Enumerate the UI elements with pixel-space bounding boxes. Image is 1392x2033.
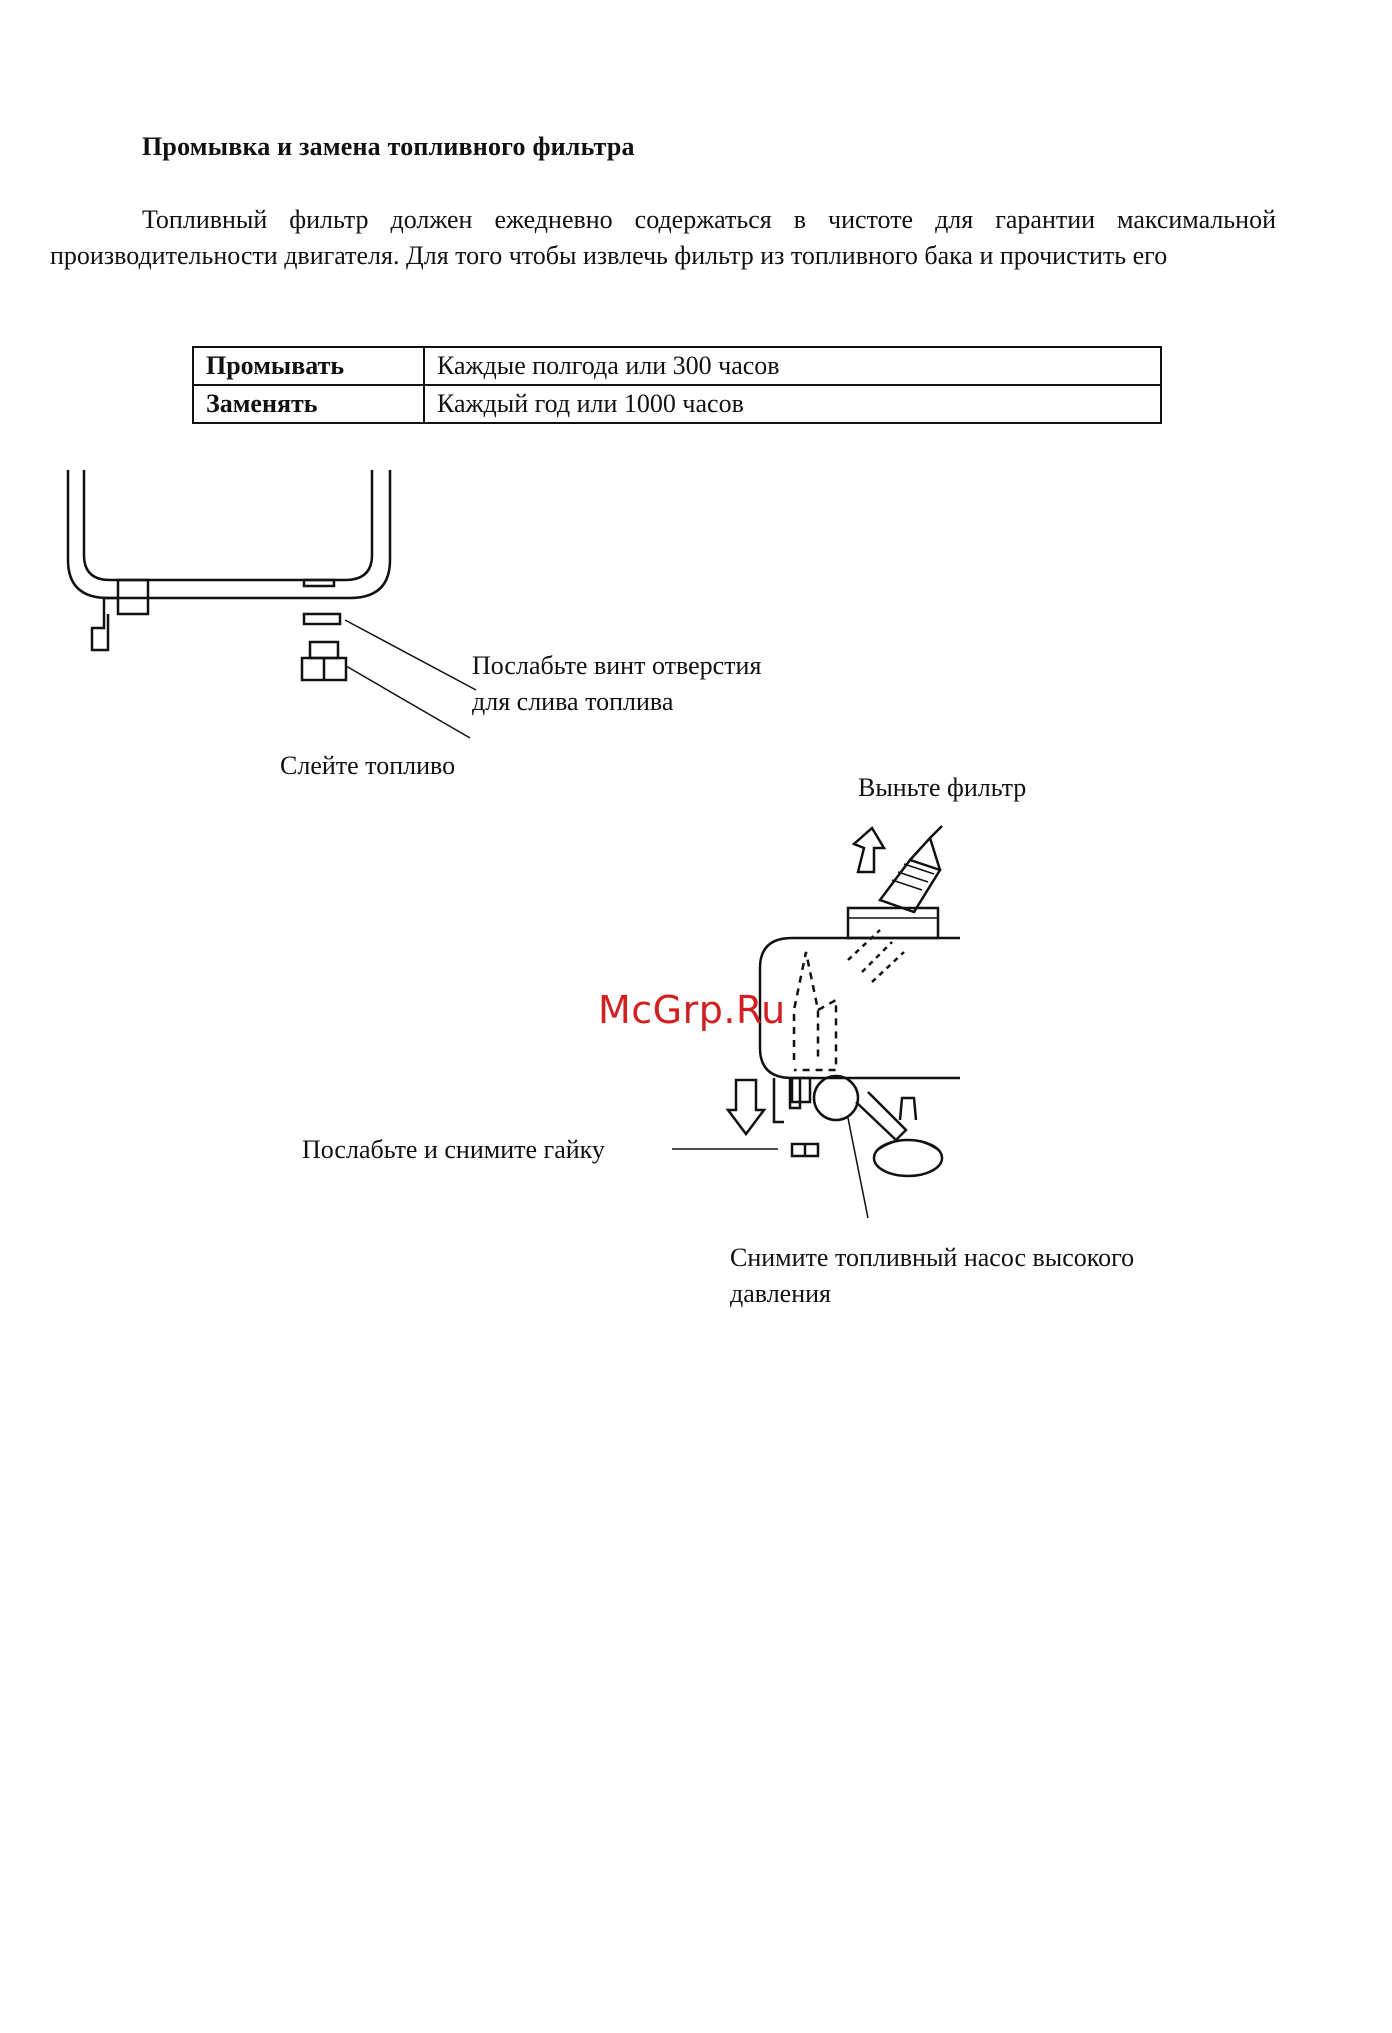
label-remove-pump-line1: Снимите топливный насос высокого: [730, 1243, 1135, 1272]
label-loosen-screw-line1: Послабьте винт отверстия: [472, 651, 762, 680]
arrow-down-icon: [728, 1080, 764, 1134]
fuel-tank-drain-illustration: [68, 470, 476, 738]
label-loosen-screw-line2: для слива топлива: [472, 687, 674, 716]
maintenance-table: Промывать Каждые полгода или 300 часов З…: [192, 346, 1162, 424]
table-row: Промывать Каждые полгода или 300 часов: [192, 346, 1162, 386]
drain-screw-icon: [304, 614, 340, 624]
fuel-filter-icon: [880, 860, 940, 912]
section-heading: Промывка и замена топливного фильтра: [142, 132, 635, 161]
label-remove-pump-line2: давления: [730, 1279, 832, 1308]
drain-nut-icon: [310, 642, 338, 658]
table-cell-interval: Каждые полгода или 300 часов: [423, 346, 1162, 386]
watermark: McGrp.Ru: [598, 988, 786, 1032]
high-pressure-pump-icon: [874, 1140, 942, 1176]
pump-detail-circle: [814, 1076, 858, 1120]
label-drain-fuel: Слейте топливо: [280, 751, 456, 780]
label-remove-filter: Выньте фильтр: [858, 773, 1027, 802]
label-loosen-nut: Послабьте и снимите гайку: [302, 1135, 605, 1164]
table-row: Заменять Каждый год или 1000 часов: [192, 384, 1162, 424]
table-cell-action: Заменять: [192, 384, 425, 424]
table-cell-action: Промывать: [192, 346, 425, 386]
nut-icon: [792, 1144, 818, 1156]
table-cell-interval: Каждый год или 1000 часов: [423, 384, 1162, 424]
arrow-up-icon: [854, 828, 884, 872]
intro-paragraph: Топливный фильтр должен ежедневно содерж…: [50, 205, 1276, 270]
